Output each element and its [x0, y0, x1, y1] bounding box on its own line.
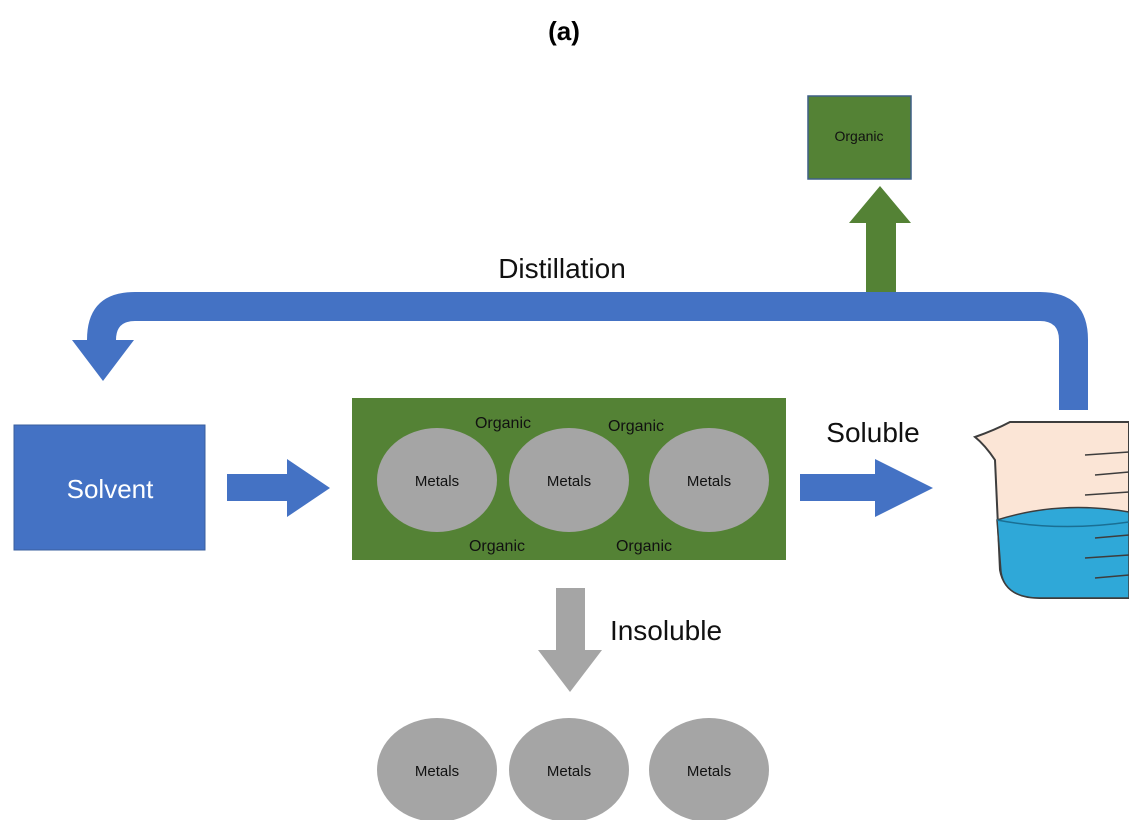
mixture-metal-label: Metals: [547, 473, 591, 490]
mixture-metal-particle: [509, 428, 629, 532]
mixture-metal-label: Metals: [415, 473, 459, 490]
soluble-arrow: [800, 459, 933, 517]
distillation-label: Distillation: [498, 253, 626, 284]
panel-label: (a): [548, 16, 580, 46]
solvent-to-mixture-arrow: [227, 459, 330, 517]
insoluble-arrow: [538, 588, 602, 692]
soluble-label: Soluble: [826, 417, 919, 448]
distillation-recycle-arrow: [72, 292, 1088, 410]
residue-metal-label: Metals: [415, 763, 459, 780]
mixture-metal-particle: [649, 428, 769, 532]
green-up-arrow: [849, 186, 911, 293]
organic-product-box: [807, 95, 912, 180]
insoluble-label: Insoluble: [610, 615, 722, 646]
mixture-organic-label: Organic: [608, 418, 664, 435]
mixture-organic-label: Organic: [616, 538, 672, 555]
mixture-metal-label: Metals: [687, 473, 731, 490]
organic-product-label: Organic: [834, 128, 883, 144]
mixture-organic-label: Organic: [469, 538, 525, 555]
beaker-icon: [972, 421, 1129, 599]
residue-metal-label: Metals: [687, 763, 731, 780]
mixture-organic-label: Organic: [475, 415, 531, 432]
residue-metal-particle: [509, 718, 629, 820]
residue-metal-particle: [649, 718, 769, 820]
mixture-metal-particle: [377, 428, 497, 532]
residue-metal-label: Metals: [547, 763, 591, 780]
solvent-label: Solvent: [67, 474, 154, 504]
solvent-box: [13, 424, 206, 551]
residue-metal-particle: [377, 718, 497, 820]
